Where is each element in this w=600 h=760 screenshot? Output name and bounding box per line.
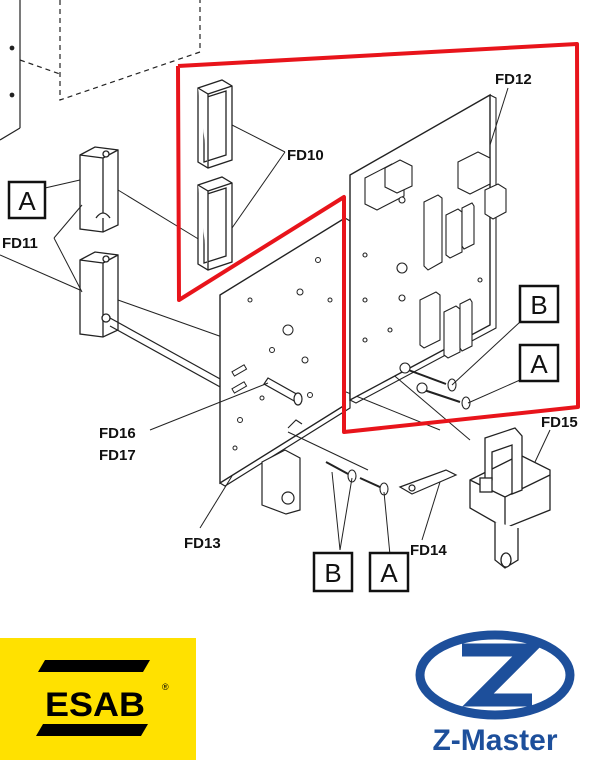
label-fd11: FD11: [2, 235, 38, 252]
fd10-connector-upper: [197, 79, 233, 169]
housing-fragment: [0, 0, 201, 141]
svg-text:B: B: [324, 558, 341, 588]
label-fd15: FD15: [541, 414, 578, 431]
label-leaders: [53, 87, 551, 556]
lower-screws: [287, 419, 389, 496]
fd16-standoff: [263, 377, 303, 406]
fd11-rod: [109, 317, 223, 389]
label-fd17: FD17: [99, 447, 136, 464]
fd14-bracket: [261, 449, 458, 515]
callout-a-lower: A: [368, 551, 410, 593]
callout-b-upper: B: [518, 284, 560, 324]
callout-a-left: A: [7, 180, 47, 220]
svg-text:Z-Master: Z-Master: [432, 724, 557, 757]
label-fd14: FD14: [410, 542, 447, 559]
label-fd13: FD13: [184, 535, 221, 552]
fd15-sensor: [469, 427, 551, 569]
fd12-circuit-board: [349, 93, 507, 404]
callout-a-upper: A: [518, 343, 560, 383]
fd11-clip-lower: [79, 251, 119, 338]
zmaster-logo: Z-Master: [415, 630, 575, 757]
svg-text:ESAB: ESAB: [45, 686, 145, 724]
fd10-connector-lower: [197, 176, 233, 271]
label-fd12: FD12: [495, 71, 532, 88]
highlight-outline: [176, 42, 580, 434]
svg-text:A: A: [18, 186, 36, 216]
fd13-plate: [219, 216, 351, 487]
svg-text:®: ®: [162, 682, 169, 692]
label-fd16: FD16: [99, 425, 136, 442]
svg-text:A: A: [380, 558, 398, 588]
svg-text:A: A: [530, 349, 548, 379]
svg-text:B: B: [530, 290, 547, 320]
label-fd10: FD10: [287, 147, 324, 164]
esab-logo: ESAB ®: [0, 638, 196, 760]
fd11-clip-upper: [79, 146, 119, 233]
upper-screws: [399, 362, 471, 410]
callout-b-lower: B: [312, 551, 354, 593]
